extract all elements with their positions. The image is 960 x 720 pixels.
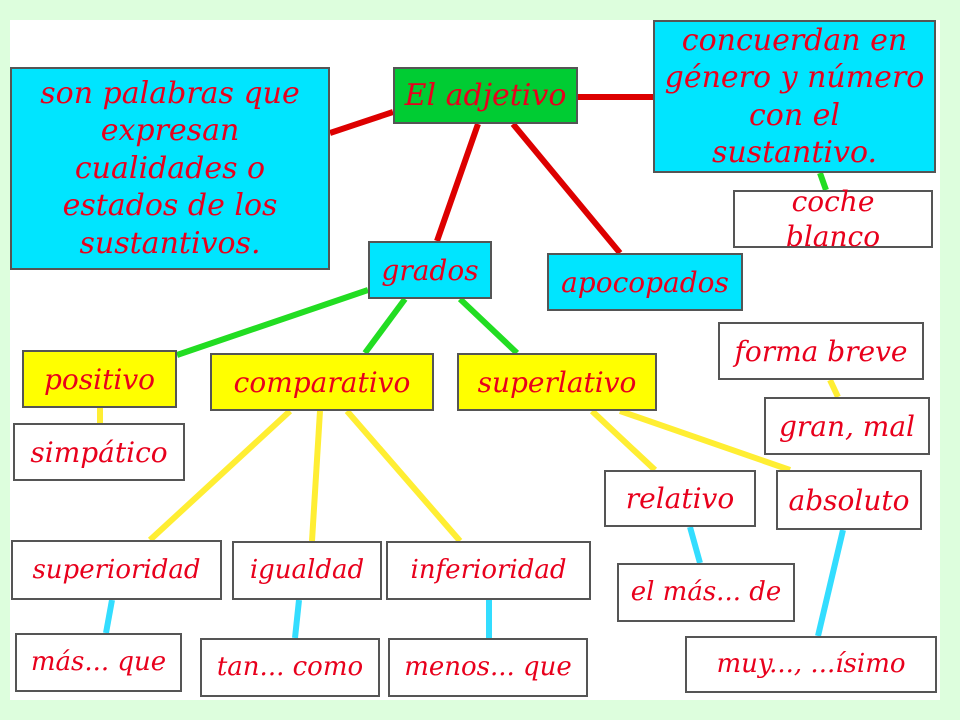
link-superlativo-relativo (589, 408, 658, 473)
superlativo-box: superlativo (457, 353, 657, 411)
forma-breve-box: forma breve (718, 322, 924, 380)
superioridad-example-box: más... que (15, 633, 182, 692)
inferioridad-box: inferioridad (386, 541, 591, 600)
link-grados-positivo (176, 287, 369, 358)
superioridad-box: superioridad (11, 540, 222, 600)
link-relativo-example (687, 526, 703, 564)
link-agreement-example (817, 172, 829, 191)
link-superioridad-example (103, 599, 115, 634)
link-title-grados (434, 123, 481, 242)
link-absoluto-example (815, 529, 846, 637)
link-grados-comparativo (362, 297, 408, 355)
relativo-example-box: el más... de (617, 563, 795, 622)
link-forma-breve-example (827, 378, 841, 399)
positivo-box: positivo (22, 350, 177, 408)
igualdad-example-box: tan... como (200, 638, 380, 697)
link-comparativo-superioridad (147, 408, 293, 543)
relativo-box: relativo (604, 470, 756, 527)
apocopados-example-box: gran, mal (764, 397, 930, 455)
agreement-box: concuerdan en género y número con el sus… (653, 20, 936, 173)
link-title-definition (329, 109, 394, 136)
grados-box: grados (368, 241, 492, 299)
apocopados-box: apocopados (547, 253, 743, 311)
agreement-example-box: coche blanco (733, 185, 933, 253)
link-grados-superlativo (457, 296, 520, 356)
absoluto-example-box: muy..., ...ísimo (685, 636, 937, 693)
link-title-apocopados (510, 122, 623, 255)
comparativo-box: comparativo (210, 353, 434, 411)
link-comparativo-igualdad (309, 410, 323, 542)
definition-box: son palabras que expresan cualidades o e… (10, 67, 330, 270)
link-igualdad-example (292, 599, 302, 639)
absoluto-box: absoluto (776, 470, 922, 530)
igualdad-box: igualdad (232, 541, 382, 600)
link-comparativo-inferioridad (344, 409, 463, 543)
title-box: El adjetivo (393, 67, 578, 124)
link-superlativo-absoluto (619, 408, 791, 473)
positivo-example-box: simpático (13, 423, 185, 481)
inferioridad-example-box: menos... que (388, 638, 588, 697)
